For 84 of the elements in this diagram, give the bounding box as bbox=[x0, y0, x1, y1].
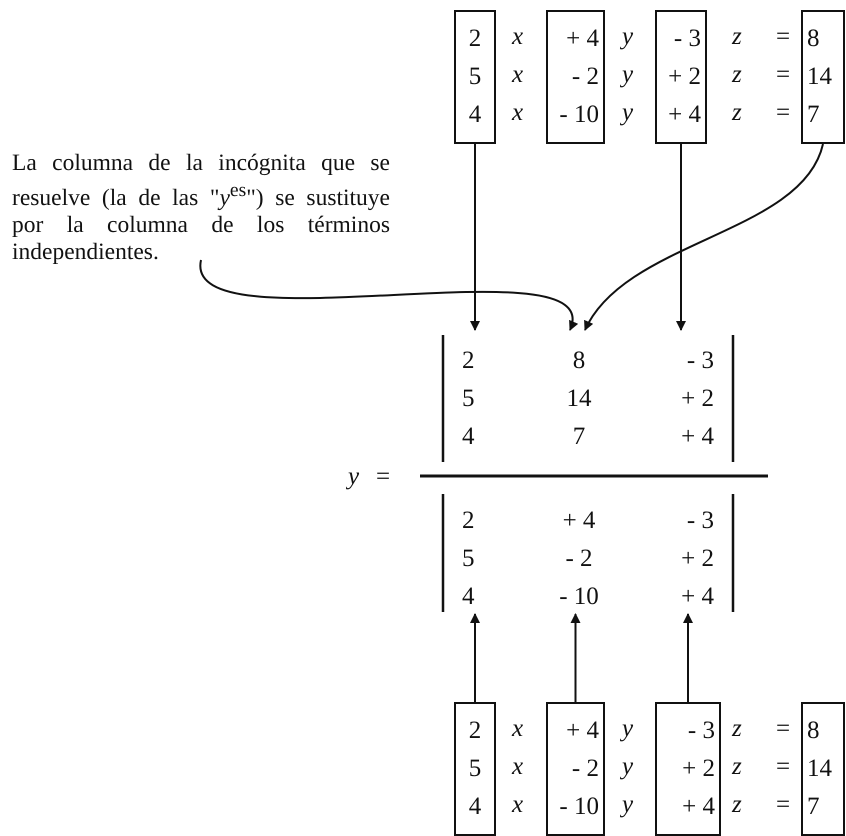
variable: z bbox=[732, 98, 742, 128]
equals-sign: = bbox=[776, 98, 790, 128]
number: 5 bbox=[468, 62, 482, 92]
coefficient-column-box bbox=[546, 702, 605, 836]
number: 4 bbox=[468, 100, 482, 130]
number: - 3 bbox=[672, 24, 701, 54]
number: - 3 bbox=[686, 716, 715, 746]
variable: x bbox=[512, 714, 524, 744]
number: 4 bbox=[462, 582, 476, 612]
number: - 3 bbox=[686, 346, 714, 376]
number: + 4 bbox=[565, 716, 599, 746]
coefficient-column-box bbox=[801, 10, 845, 144]
arrow bbox=[676, 144, 686, 331]
coefficient-column-box bbox=[655, 702, 721, 836]
arrow bbox=[584, 144, 824, 331]
leader-arrow bbox=[200, 260, 576, 331]
coefficient-column-box bbox=[655, 10, 707, 144]
number: 7 bbox=[807, 792, 820, 822]
variable: x bbox=[512, 98, 524, 128]
coefficient-column-box bbox=[454, 702, 496, 836]
number: - 3 bbox=[686, 506, 714, 536]
number: 2 bbox=[462, 346, 476, 376]
variable: x bbox=[512, 752, 524, 782]
variable: y bbox=[622, 98, 634, 128]
variable: z bbox=[732, 714, 742, 744]
number: + 2 bbox=[681, 754, 715, 784]
coefficient-column-box bbox=[546, 10, 605, 144]
number: 7 bbox=[572, 422, 586, 452]
variable: z bbox=[732, 60, 742, 90]
number: 5 bbox=[462, 544, 476, 574]
arrow bbox=[470, 144, 480, 331]
variable: y bbox=[622, 22, 634, 52]
number: - 10 bbox=[558, 582, 600, 612]
number: 2 bbox=[462, 506, 476, 536]
equals-sign: = bbox=[776, 752, 790, 782]
number: + 4 bbox=[565, 24, 599, 54]
coefficient-column-box bbox=[801, 702, 845, 836]
number: - 2 bbox=[570, 754, 599, 784]
variable: y bbox=[622, 60, 634, 90]
number: + 2 bbox=[680, 384, 714, 414]
equals-sign: = bbox=[376, 462, 390, 492]
number: + 2 bbox=[680, 544, 714, 574]
number: 8 bbox=[807, 716, 820, 746]
number: + 4 bbox=[680, 582, 714, 612]
arrow bbox=[683, 613, 693, 702]
number: 14 bbox=[807, 62, 833, 92]
number: 2 bbox=[468, 716, 482, 746]
equals-sign: = bbox=[776, 60, 790, 90]
number: + 4 bbox=[562, 506, 596, 536]
equals-sign: = bbox=[776, 790, 790, 820]
annotation-text: La columna de la incógnita que se resuelve (la de las "y$^{es}$") se sustituye por la columna de los términos independientes. bbox=[12, 150, 390, 266]
number: 8 bbox=[572, 346, 586, 376]
arrow bbox=[570, 613, 580, 702]
coefficient-column-box bbox=[454, 10, 496, 144]
number: - 10 bbox=[558, 792, 599, 822]
variable: y bbox=[348, 462, 360, 492]
number: 8 bbox=[807, 24, 820, 54]
number: + 4 bbox=[681, 792, 715, 822]
equals-sign: = bbox=[776, 22, 790, 52]
variable: x bbox=[512, 22, 524, 52]
variable: y bbox=[622, 752, 634, 782]
number: 5 bbox=[468, 754, 482, 784]
variable: z bbox=[732, 790, 742, 820]
number: 5 bbox=[462, 384, 476, 414]
number: 7 bbox=[807, 100, 820, 130]
number: 2 bbox=[468, 24, 482, 54]
number: - 2 bbox=[564, 544, 594, 574]
number: + 2 bbox=[667, 62, 701, 92]
variable: y bbox=[622, 714, 634, 744]
variable: y bbox=[622, 790, 634, 820]
number: + 4 bbox=[667, 100, 701, 130]
equals-sign: = bbox=[776, 714, 790, 744]
number: - 10 bbox=[558, 100, 599, 130]
variable: z bbox=[732, 752, 742, 782]
variable: x bbox=[512, 60, 524, 90]
number: 14 bbox=[807, 754, 833, 784]
arrow bbox=[470, 613, 480, 702]
number: 4 bbox=[468, 792, 482, 822]
number: + 4 bbox=[680, 422, 714, 452]
number: - 2 bbox=[570, 62, 599, 92]
variable: x bbox=[512, 790, 524, 820]
number: 4 bbox=[462, 422, 476, 452]
variable: z bbox=[732, 22, 742, 52]
number: 14 bbox=[566, 384, 592, 414]
